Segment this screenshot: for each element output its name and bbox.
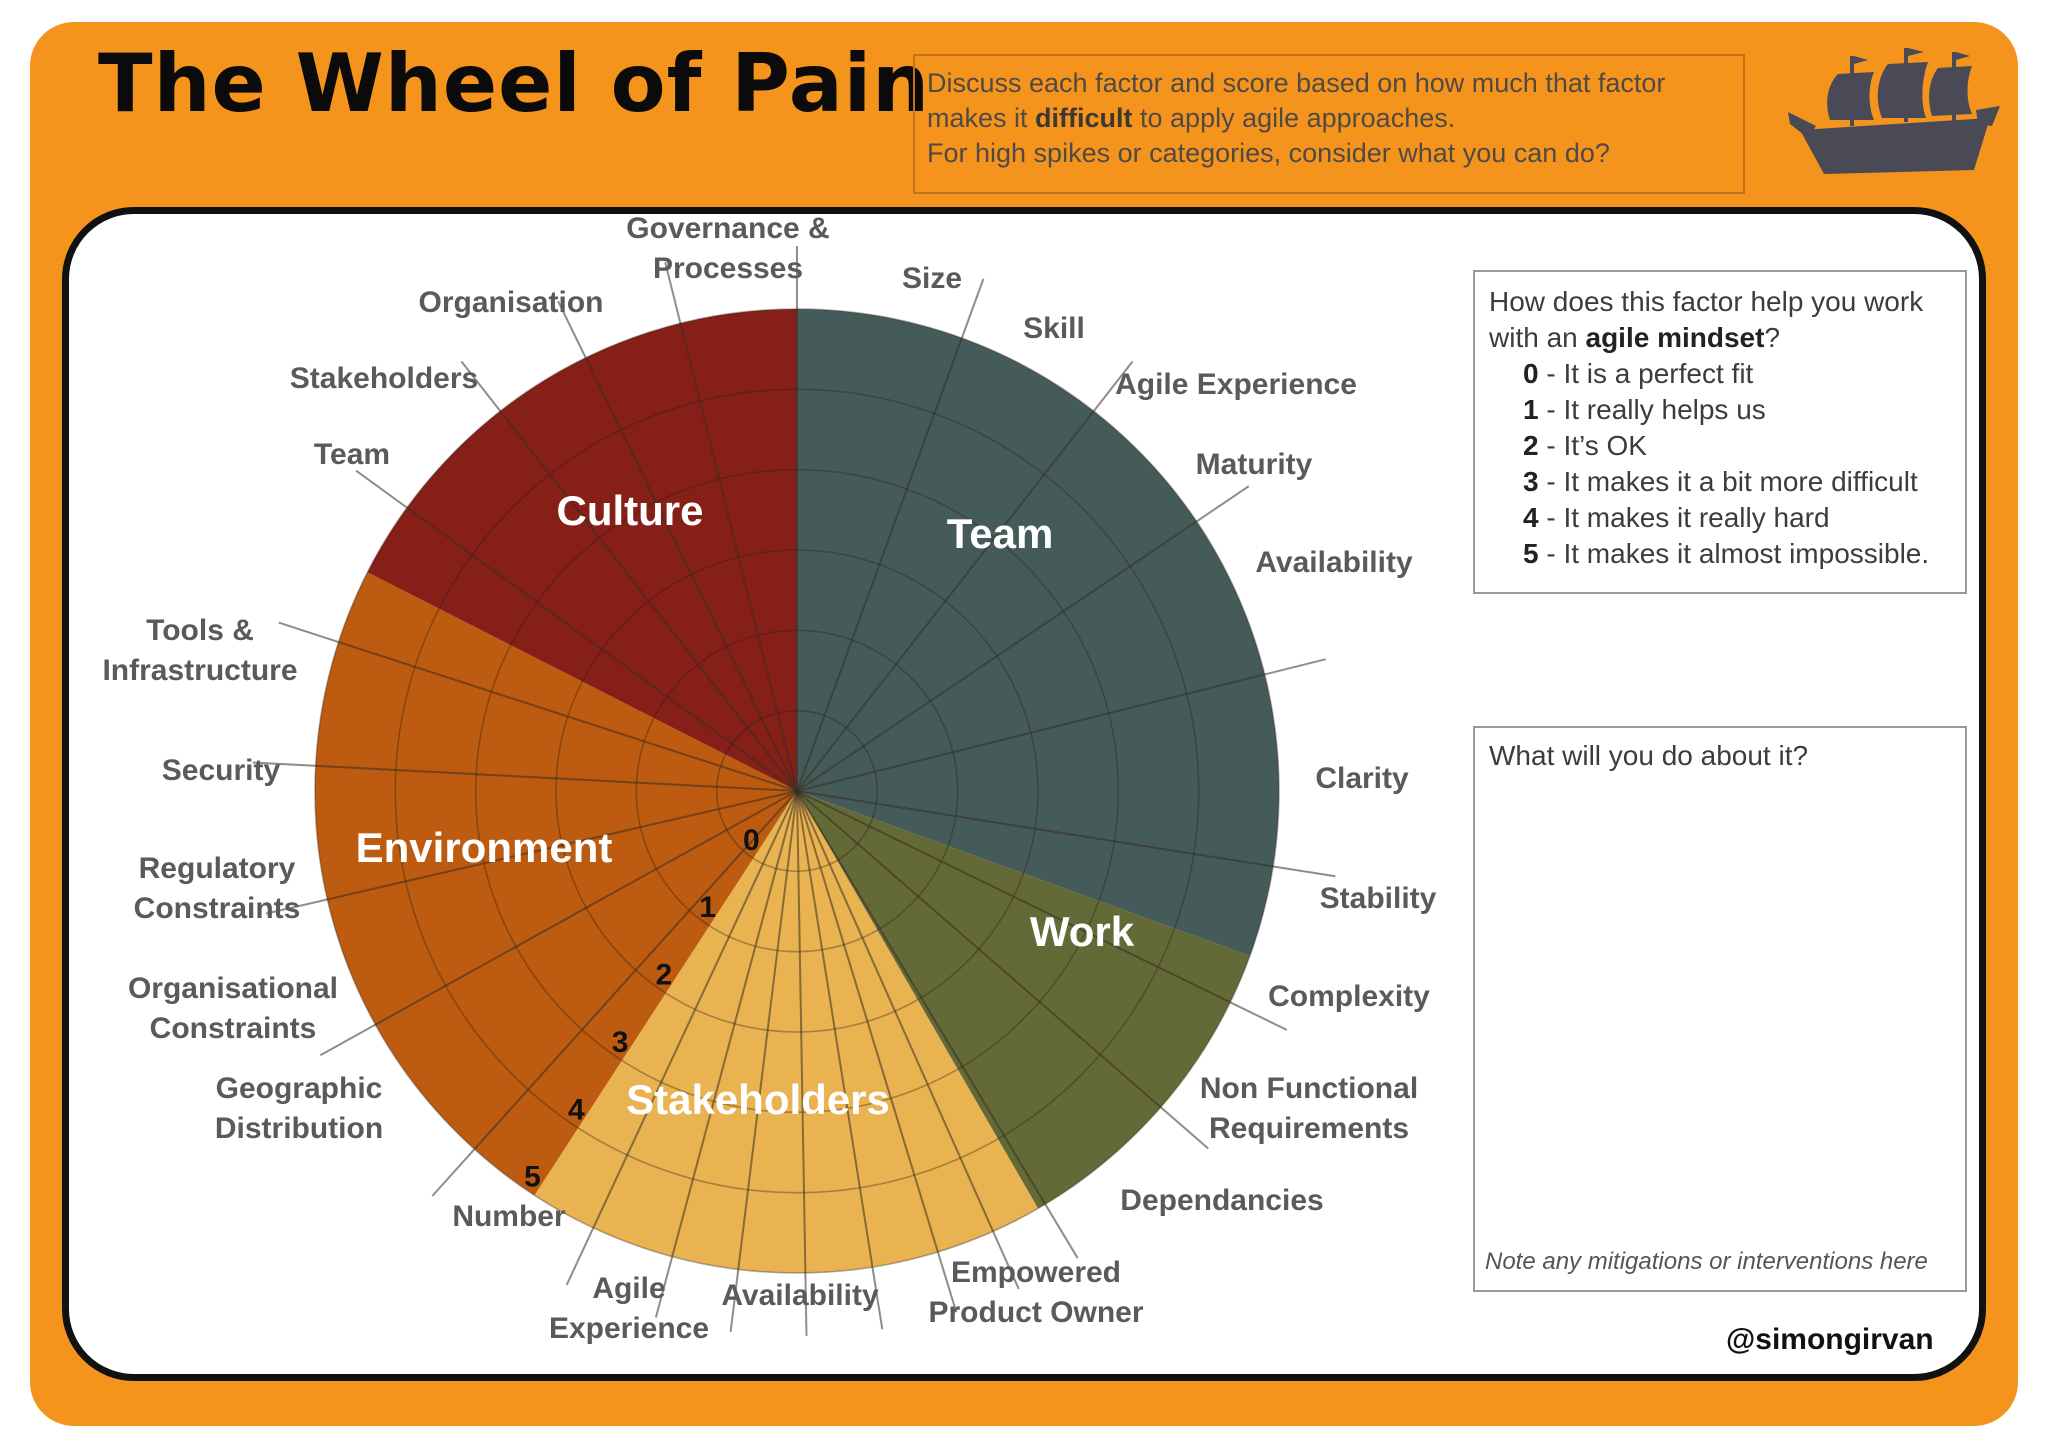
- factor-label-culture-governance-and-processes: Governance &Processes: [626, 212, 829, 285]
- scale-question-text: with an: [1489, 322, 1586, 353]
- factor-label-team-size: Size: [902, 262, 962, 295]
- author-credit: @simongirvan: [1726, 1323, 1934, 1357]
- scoring-scale-box: How does this factor help you work with …: [1473, 270, 1967, 594]
- action-box-note: Note any mitigations or interventions he…: [1485, 1244, 1928, 1280]
- scale-level: 3 - It makes it a bit more difficult: [1489, 464, 1951, 500]
- factor-label-environment-security: Security: [162, 754, 281, 787]
- scale-number-2: 2: [655, 959, 672, 992]
- factor-label-work-dependancies: Dependancies: [1120, 1184, 1323, 1217]
- factor-label-team-skill: Skill: [1023, 312, 1085, 345]
- category-label-stakeholders: Stakeholders: [626, 1076, 890, 1123]
- factor-label-stakeholders-number: Number: [452, 1200, 566, 1233]
- scale-description: It makes it really hard: [1563, 502, 1829, 533]
- scale-number-5: 5: [524, 1161, 541, 1194]
- scale-description: It really helps us: [1563, 394, 1765, 425]
- scale-score: 1: [1523, 394, 1539, 425]
- scale-score: 2: [1523, 430, 1539, 461]
- scale-description: It makes it almost impossible.: [1563, 538, 1929, 569]
- factor-label-culture-team: Team: [314, 438, 390, 471]
- scale-question-line-1: How does this factor help you work: [1489, 284, 1951, 320]
- scale-description: It is a perfect fit: [1563, 358, 1753, 389]
- scale-level: 0 - It is a perfect fit: [1489, 356, 1951, 392]
- scale-level: 5 - It makes it almost impossible.: [1489, 536, 1951, 572]
- action-notes-box[interactable]: What will you do about it? Note any miti…: [1473, 726, 1967, 1292]
- factor-label-work-complexity: Complexity: [1268, 980, 1430, 1013]
- factor-label-stakeholders-availability: Availability: [721, 1279, 879, 1312]
- scale-question-text: ?: [1764, 322, 1780, 353]
- scale-score: 0: [1523, 358, 1539, 389]
- scale-score: 4: [1523, 502, 1539, 533]
- category-label-team: Team: [947, 510, 1054, 557]
- scale-question-emphasis: agile mindset: [1586, 322, 1765, 353]
- factor-label-culture-organisation: Organisation: [418, 286, 603, 319]
- scale-score: 5: [1523, 538, 1539, 569]
- scale-number-4: 4: [568, 1093, 585, 1126]
- factor-label-work-stability: Stability: [1320, 882, 1437, 915]
- scale-number-3: 3: [612, 1026, 629, 1059]
- category-label-culture: Culture: [557, 487, 704, 534]
- scale-number-1: 1: [699, 891, 716, 924]
- scale-level: 4 - It makes it really hard: [1489, 500, 1951, 536]
- action-box-title: What will you do about it?: [1489, 738, 1951, 774]
- factor-label-team-agile-experience: Agile Experience: [1115, 368, 1357, 401]
- scale-level: 1 - It really helps us: [1489, 392, 1951, 428]
- scale-description: It’s OK: [1563, 430, 1647, 461]
- scale-score: 3: [1523, 466, 1539, 497]
- category-label-environment: Environment: [356, 824, 613, 871]
- scale-level: 2 - It’s OK: [1489, 428, 1951, 464]
- factor-label-work-clarity: Clarity: [1315, 762, 1409, 795]
- factor-label-team-availability: Availability: [1255, 546, 1413, 579]
- scale-number-0: 0: [743, 824, 760, 857]
- factor-label-team-maturity: Maturity: [1196, 448, 1313, 481]
- factor-label-culture-stakeholders: Stakeholders: [290, 362, 478, 395]
- scale-description: It makes it a bit more difficult: [1563, 466, 1917, 497]
- category-label-work: Work: [1030, 908, 1135, 955]
- scale-question-line-2: with an agile mindset?: [1489, 320, 1951, 356]
- factor-label-environment-tools-and-infrastructure: Tools &Infrastructure: [102, 614, 297, 687]
